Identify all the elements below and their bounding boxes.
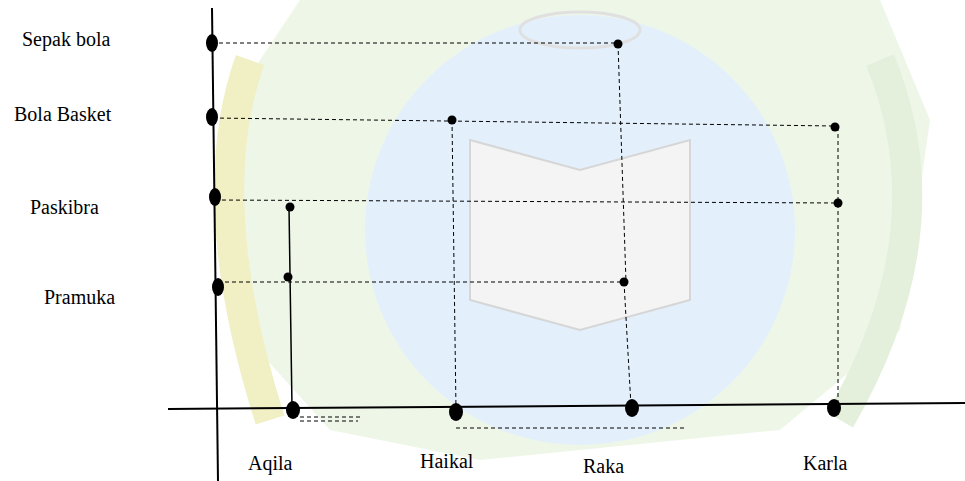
guide-line xyxy=(213,118,835,126)
activity-label: Sepak bola xyxy=(22,28,110,51)
pair-dot xyxy=(448,116,457,125)
pair-dot xyxy=(831,123,840,132)
activity-label: Bola Basket xyxy=(14,103,111,126)
axis-dot xyxy=(827,399,841,417)
watermark-branch xyxy=(229,60,270,420)
axis-dot xyxy=(206,34,218,52)
axes xyxy=(168,8,965,481)
axis-dot xyxy=(209,188,221,206)
watermark-shield xyxy=(220,0,930,460)
axis-dot xyxy=(625,399,639,417)
guide-lines xyxy=(212,43,838,428)
y-axis xyxy=(212,8,218,481)
guide-line xyxy=(300,417,362,418)
pair-dot xyxy=(834,199,843,208)
student-label: Aqila xyxy=(248,452,292,475)
guide-line xyxy=(452,120,456,410)
pair-dot xyxy=(614,40,623,49)
student-label: Karla xyxy=(803,452,847,475)
axis-dot xyxy=(206,108,218,126)
guide-line xyxy=(215,200,838,203)
watermark-book xyxy=(470,140,690,330)
student-label: Haikal xyxy=(420,450,473,473)
guide-line xyxy=(456,428,686,429)
watermark-globe xyxy=(365,15,795,445)
guide-line xyxy=(838,127,839,406)
student-label: Raka xyxy=(583,455,624,478)
guide-line xyxy=(624,282,631,406)
dots xyxy=(206,34,843,421)
axis-dot xyxy=(286,401,300,419)
pair-dot xyxy=(620,278,629,287)
guide-line xyxy=(618,44,626,282)
activity-label: Pramuka xyxy=(44,286,115,309)
guide-line xyxy=(300,421,358,422)
guide-line xyxy=(218,282,624,283)
axis-dot xyxy=(212,278,224,296)
relation-line xyxy=(289,207,292,408)
pair-dot xyxy=(284,273,293,282)
watermark-branch xyxy=(840,60,907,420)
guide-line xyxy=(212,43,618,44)
pair-dot xyxy=(286,203,295,212)
axis-dot xyxy=(449,403,463,421)
activity-label: Paskibra xyxy=(30,196,99,219)
